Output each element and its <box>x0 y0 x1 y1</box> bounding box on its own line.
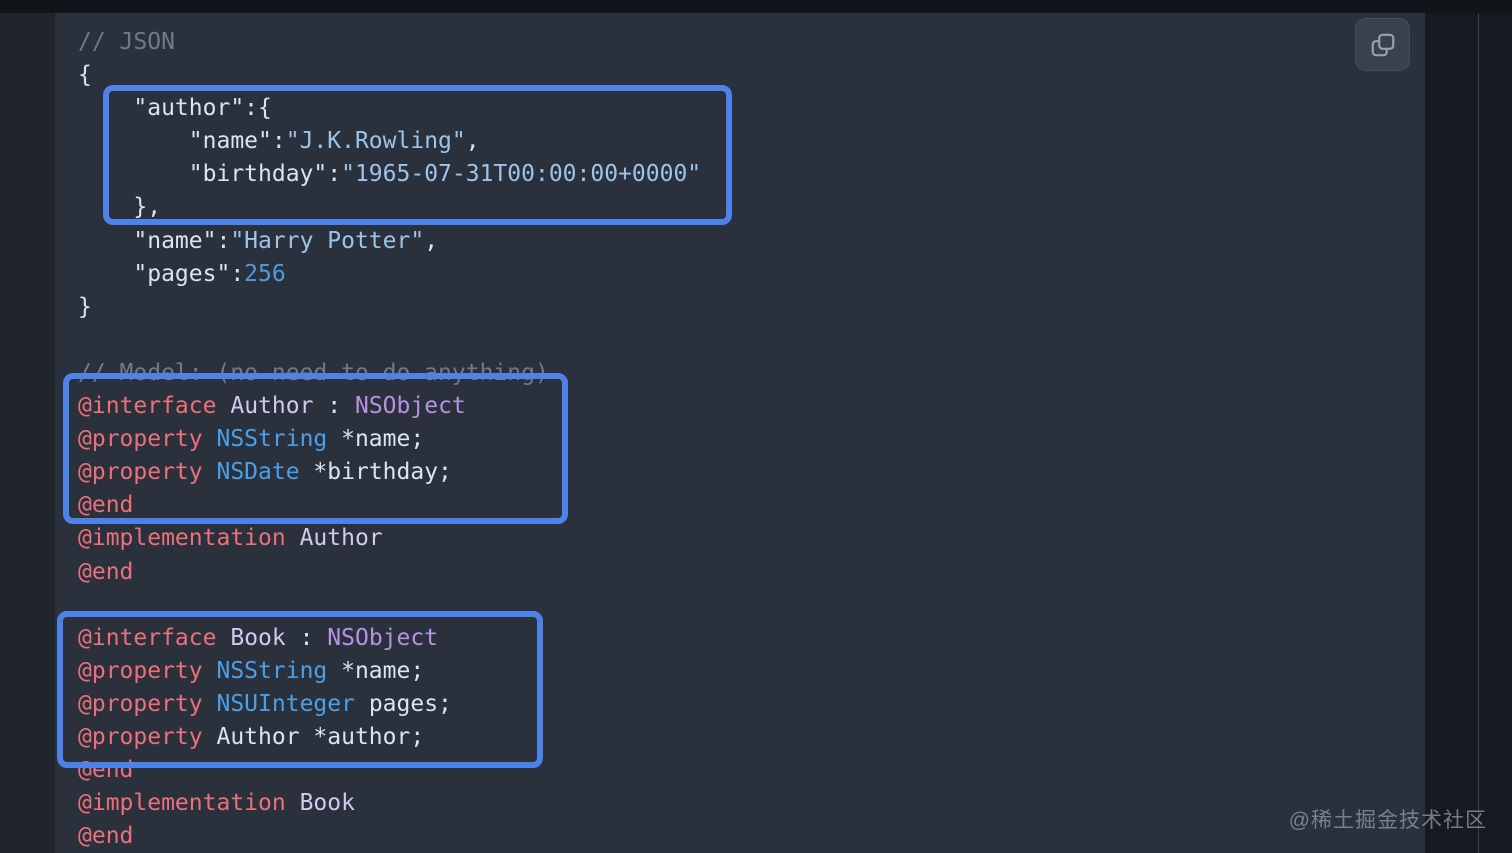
code-line: @property NSDate *birthday; <box>78 456 1365 489</box>
code-token: @end <box>78 558 134 585</box>
code-line: } <box>78 291 1365 324</box>
code-token <box>203 658 217 684</box>
code-line <box>78 589 1365 622</box>
code-token: Book <box>299 790 355 817</box>
code-line: @end <box>78 489 1365 522</box>
code-line: @implementation Author <box>78 522 1365 555</box>
code-token: @property <box>78 459 203 486</box>
code-line: @end <box>78 556 1365 589</box>
code-line: "birthday":"1965-07-31T00:00:00+0000" <box>78 158 1365 191</box>
code-token: : <box>313 393 355 420</box>
code-token: @end <box>78 757 134 784</box>
code-block: // JSON{ "author":{ "name":"J.K.Rowling"… <box>55 13 1425 853</box>
code-line: // JSON <box>78 26 1365 59</box>
code-token: NSString <box>216 657 328 684</box>
code-token: "1965-07-31T00:00:00+0000" <box>341 161 702 188</box>
code-token: "pages": <box>78 260 245 287</box>
code-token: Book <box>230 624 286 651</box>
window-top-bar <box>0 0 1512 13</box>
code-line: "pages":256 <box>78 258 1365 291</box>
code-token <box>286 525 300 551</box>
code-line <box>78 324 1365 357</box>
code-token: *birthday; <box>299 459 452 486</box>
code-token: "name": <box>78 128 286 155</box>
code-line: @interface Book : NSObject <box>78 622 1365 655</box>
copy-button[interactable] <box>1355 18 1410 71</box>
code-token: *name; <box>327 426 425 453</box>
code-line: { <box>78 59 1365 92</box>
code-token <box>286 790 300 816</box>
page-right-strip <box>1425 13 1512 853</box>
code-line: @implementation Book <box>78 787 1365 820</box>
code-token: Author <box>299 525 383 552</box>
code-token: NSUInteger <box>216 690 355 717</box>
code-token <box>216 393 230 419</box>
code-content: // JSON{ "author":{ "name":"J.K.Rowling"… <box>78 13 1365 853</box>
page-left-gutter <box>0 13 55 853</box>
code-token: NSDate <box>216 459 300 486</box>
code-token: "birthday": <box>78 161 342 188</box>
code-token: *name; <box>327 657 425 684</box>
code-token: "name": <box>78 227 231 254</box>
code-line: // Model: (no need to do anything) <box>78 357 1365 390</box>
code-token: { <box>78 62 92 89</box>
code-line: "name":"J.K.Rowling", <box>78 125 1365 158</box>
watermark: @稀土掘金技术社区 <box>1288 809 1487 832</box>
code-token: @property <box>78 426 203 453</box>
copy-icon <box>1371 33 1394 56</box>
code-line: @property NSString *name; <box>78 655 1365 688</box>
code-token: @end <box>78 492 134 519</box>
code-line: @property Author *author; <box>78 721 1365 754</box>
code-token: NSString <box>216 426 328 453</box>
code-token: }, <box>78 194 162 221</box>
code-line: @interface Author : NSObject <box>78 390 1365 423</box>
code-token: } <box>78 293 92 320</box>
code-token: NSObject <box>354 393 466 420</box>
code-token: Author *author; <box>202 723 425 750</box>
code-token <box>203 691 217 717</box>
code-line: "author":{ <box>78 92 1365 125</box>
code-token: "J.K.Rowling" <box>285 128 466 155</box>
code-line: "name":"Harry Potter", <box>78 225 1365 258</box>
code-line: }, <box>78 191 1365 224</box>
code-token: pages; <box>354 690 452 717</box>
code-token <box>216 625 230 651</box>
code-line: @property NSString *name; <box>78 423 1365 456</box>
code-token: 256 <box>244 260 286 287</box>
code-token: // Model: (no need to do anything) <box>78 359 549 386</box>
code-token: "author":{ <box>78 95 272 122</box>
code-token: Author <box>230 393 314 420</box>
code-line: @end <box>78 820 1365 853</box>
code-line: @end <box>78 754 1365 787</box>
code-token: , <box>424 227 439 254</box>
code-token: // JSON <box>78 29 175 55</box>
code-token: @implementation <box>78 790 286 817</box>
code-token: @property <box>78 723 203 750</box>
code-token: NSObject <box>327 624 439 651</box>
code-token: @interface <box>78 393 217 420</box>
code-token: @implementation <box>78 525 286 552</box>
code-token: @interface <box>78 624 217 651</box>
code-line: @property NSUInteger pages; <box>78 688 1365 721</box>
code-token: @end <box>78 823 134 850</box>
code-token <box>203 459 217 485</box>
code-token <box>203 426 217 452</box>
layout-divider-line <box>1478 13 1479 853</box>
code-token: , <box>465 128 480 155</box>
code-token: @property <box>78 657 203 684</box>
code-token: "Harry Potter" <box>230 227 425 254</box>
code-token: @property <box>78 690 203 717</box>
code-token: : <box>285 624 328 651</box>
